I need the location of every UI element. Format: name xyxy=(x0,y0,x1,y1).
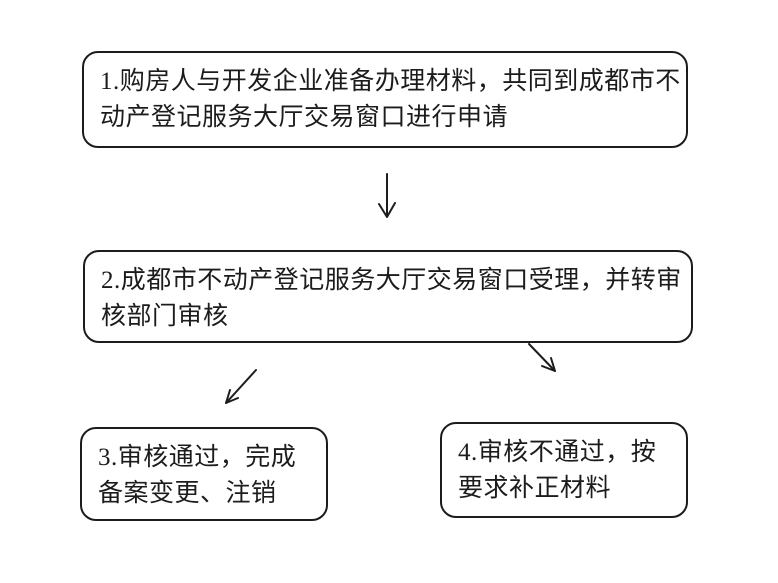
flow-step-1-line-2: 动产登记服务大厅交易窗口进行申请 xyxy=(100,104,509,131)
flow-step-2-line-1: 2.成都市不动产登记服务大厅交易窗口受理，并转审 xyxy=(101,267,682,294)
flow-step-1: 1.购房人与开发企业准备办理材料，共同到成都市不 动产登记服务大厅交易窗口进行申… xyxy=(82,51,688,148)
flow-step-4-line-1: 4.审核不通过，按 xyxy=(458,439,657,466)
flow-step-4: 4.审核不通过，按 要求补正材料 xyxy=(440,422,688,518)
flow-step-3: 3.审核通过，完成 备案变更、注销 xyxy=(80,427,328,521)
arrow-down-left-icon xyxy=(225,369,257,404)
flow-step-3-line-1: 3.审核通过，完成 xyxy=(98,444,297,471)
arrow-down-icon xyxy=(378,173,396,218)
flow-step-2: 2.成都市不动产登记服务大厅交易窗口受理，并转审 核部门审核 xyxy=(83,250,693,343)
arrow-down-right-icon xyxy=(528,343,556,372)
flow-step-3-line-2: 备案变更、注销 xyxy=(98,480,277,507)
flow-step-1-line-1: 1.购房人与开发企业准备办理材料，共同到成都市不 xyxy=(100,68,681,95)
flow-step-2-line-2: 核部门审核 xyxy=(101,303,229,330)
flow-step-4-line-2: 要求补正材料 xyxy=(458,475,612,502)
